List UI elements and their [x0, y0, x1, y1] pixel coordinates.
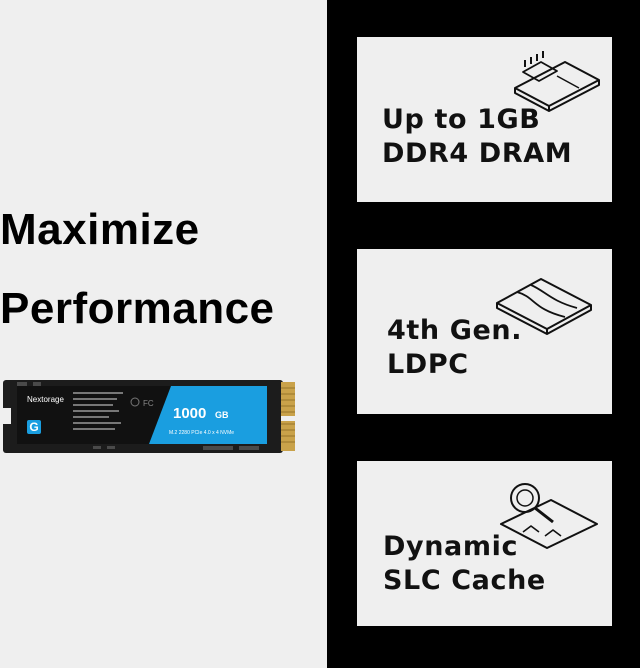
feature-text-dram: Up to 1GB DDR4 DRAM	[382, 103, 572, 171]
ssd-logo-letter: G	[29, 420, 38, 434]
feature-text-slc-cache: Dynamic SLC Cache	[383, 530, 546, 598]
feature-line-2: DDR4 DRAM	[382, 138, 573, 169]
ldpc-wave-icon	[496, 278, 592, 335]
feature-card-slc-cache: Dynamic SLC Cache	[357, 461, 612, 626]
feature-line-1: Up to 1GB	[382, 104, 541, 135]
ssd-product-image: G Nextorage FC 1000 GB M.2 2280 PCIe 4.0…	[3, 380, 295, 453]
svg-text:FC: FC	[143, 399, 154, 408]
feature-card-ldpc: 4th Gen. LDPC	[357, 249, 612, 414]
ssd-brand-text: Nextorage	[27, 395, 64, 404]
left-panel: Maximize Performance G Nextora	[0, 0, 327, 668]
feature-line-1: 4th Gen.	[387, 315, 523, 346]
dram-chip-icon	[514, 51, 600, 112]
headline-line-1: Maximize	[0, 205, 200, 254]
feature-line-2: SLC Cache	[383, 565, 546, 596]
feature-text-ldpc: 4th Gen. LDPC	[387, 314, 522, 382]
feature-line-1: Dynamic	[383, 531, 519, 562]
feature-card-dram: Up to 1GB DDR4 DRAM	[357, 37, 612, 202]
ssd-spec-line: M.2 2280 PCIe 4.0 x 4 NVMe	[169, 430, 234, 436]
ssd-capacity-unit: GB	[215, 410, 229, 420]
feature-line-2: LDPC	[387, 349, 469, 380]
ssd-capacity: 1000	[173, 405, 206, 422]
magnifier-cache-icon	[500, 483, 598, 549]
headline: Maximize Performance	[0, 190, 327, 348]
headline-line-2: Performance	[0, 284, 275, 333]
